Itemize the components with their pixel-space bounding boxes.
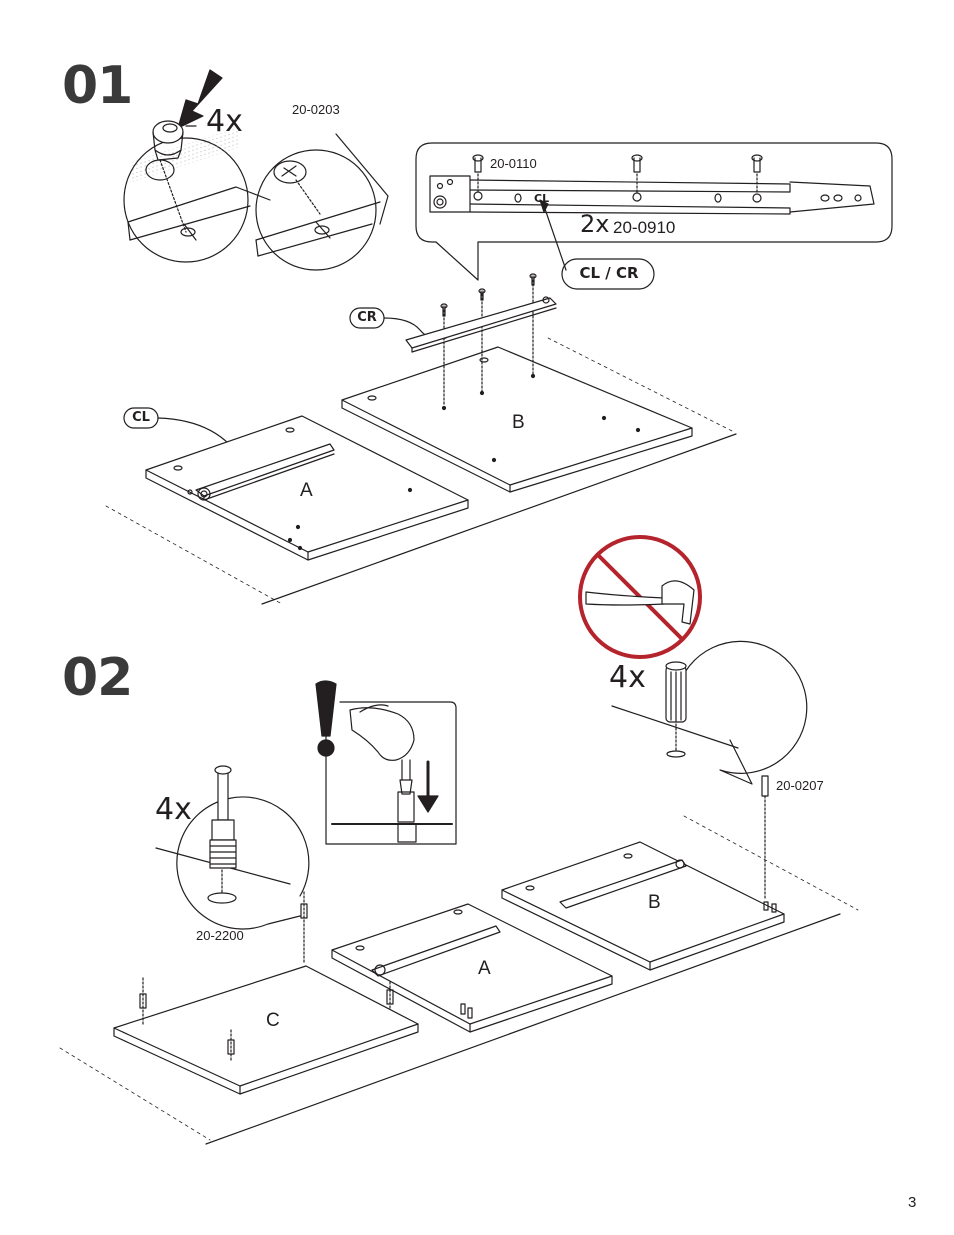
panel-label-c: C xyxy=(266,1010,280,1031)
panel-label-a-step1: A xyxy=(300,480,313,501)
bolt-detail-circle xyxy=(155,765,310,930)
rail-side-label: CL xyxy=(534,192,550,205)
step-number-01: 01 xyxy=(62,56,133,116)
arrow-down-icon xyxy=(417,760,439,813)
panel-b-step2 xyxy=(501,775,785,971)
page-number: 3 xyxy=(908,1194,917,1211)
no-hammer-icon xyxy=(578,535,702,659)
bolt-quantity-label: 4x xyxy=(155,792,192,827)
panel-a-step1 xyxy=(145,415,469,561)
cam-insert-detail-circle xyxy=(255,133,389,271)
panel-label-b-step1: B xyxy=(512,412,525,433)
cam-lock-detail-circle xyxy=(123,120,271,263)
tag-cl-cr: CL / CR xyxy=(579,264,639,282)
dowel-detail-circle xyxy=(611,640,808,785)
rail-part-code: 20-0910 xyxy=(613,218,676,237)
panel-b-step1 xyxy=(341,279,693,493)
bolt-part-code: 20-2200 xyxy=(196,928,244,943)
panel-a-step2 xyxy=(331,903,613,1033)
tag-cl-cr-outline xyxy=(561,258,655,290)
step-number-02: 02 xyxy=(62,648,133,708)
press-detail-box xyxy=(325,701,457,845)
dowel-part-code: 20-0207 xyxy=(776,778,824,793)
panel-label-a-step2: A xyxy=(478,958,491,979)
screw-part-code: 20-0110 xyxy=(490,156,537,171)
exclamation-icon xyxy=(315,680,337,757)
panel-label-b-step2: B xyxy=(648,892,661,913)
cam-part-code: 20-0203 xyxy=(292,102,340,117)
press-down-arrow-icon xyxy=(177,69,223,129)
dowel-quantity-label: 4x xyxy=(609,660,646,695)
tag-cl: CL xyxy=(132,410,150,425)
panel-c xyxy=(113,891,419,1095)
slide-rail-detail-box xyxy=(415,142,893,281)
rail-quantity-label: 2x xyxy=(580,210,610,238)
cam-quantity-label: 4x xyxy=(206,104,243,139)
tag-cr: CR xyxy=(357,310,377,325)
rail-cr xyxy=(405,273,557,353)
